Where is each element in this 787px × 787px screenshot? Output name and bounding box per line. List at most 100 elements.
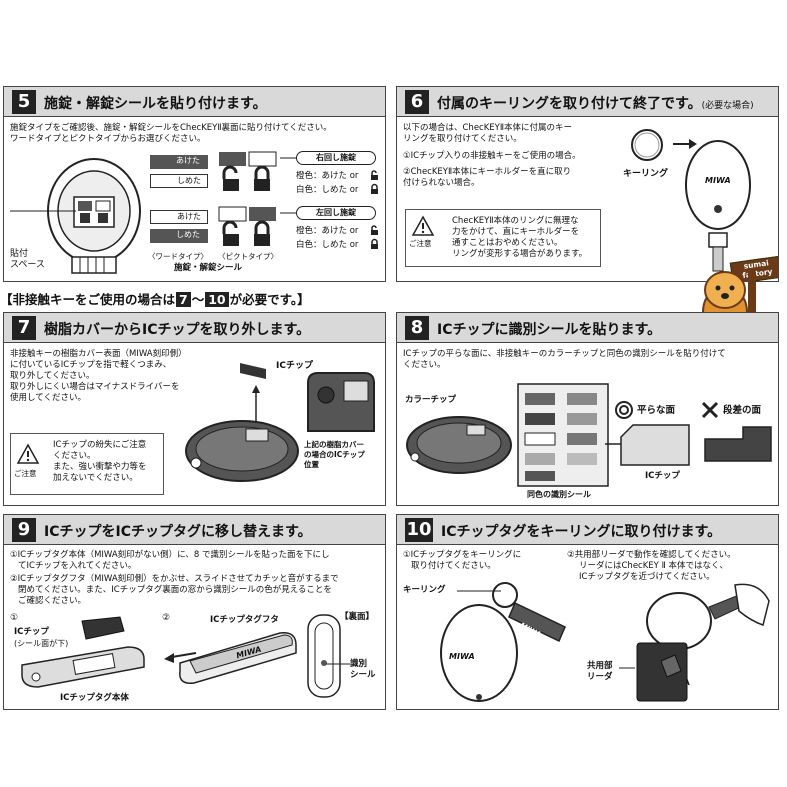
closed-lock-icon xyxy=(371,183,378,194)
identification-sticker-sheet xyxy=(517,383,609,487)
reader-label: 共用部 xyxy=(587,661,613,671)
caution-text: 通すことはおやめください。 xyxy=(452,238,563,248)
panel-header: 10 ICチップタグをキーリングに取り付けます。 xyxy=(397,515,778,545)
sticker-label: 同色の識別シール xyxy=(527,490,591,499)
description-line: ご確認ください。 xyxy=(18,596,87,606)
caution-box: ご注意 ICチップの紛失にご注意 ください。 また、強い衝撃や力等を 加えないで… xyxy=(10,433,164,495)
variant-caption: 上記の樹脂カバー xyxy=(304,440,364,449)
word-type-label: 〈ワードタイプ〉 xyxy=(148,252,208,261)
warning-icon xyxy=(411,215,435,236)
caution-text: また、強い衝撃や力等を xyxy=(53,462,147,472)
chip-tag-lid-illustration xyxy=(179,632,297,684)
tag-lid-label: ICチップタグフタ xyxy=(210,615,279,625)
description-line: リングを取り付けてください。 xyxy=(403,134,522,144)
caution-label: ご注意 xyxy=(409,239,432,248)
description-line: ②共用部リーダで動作を確認してください。 xyxy=(567,550,736,560)
word-sticker-open-left: あけた xyxy=(150,210,208,224)
step-marker: ② xyxy=(162,613,171,623)
description-line: リーダにはChecKEY Ⅱ 本体ではなく、 xyxy=(579,561,728,571)
reader-label: リーダ xyxy=(587,672,613,682)
ring-label: キーリング xyxy=(403,585,446,595)
right-orange-text: 橙色：あけた or xyxy=(296,171,359,181)
caution-text: 力をかけて、直にキーホルダーを xyxy=(452,227,580,237)
step-number: 10 xyxy=(405,518,433,542)
description-line: ワードタイプとピクトタイプからお選びください。 xyxy=(10,134,206,144)
description-line: 施錠タイプをご確認後、施錠・解錠シールをChecKEYⅡ裏面に貼り付けてください… xyxy=(10,123,332,133)
step-face-label: 段差の面 xyxy=(723,405,762,416)
panel-step-10: 10 ICチップタグをキーリングに取り付けます。 ①ICチップタグをキーリングに… xyxy=(396,514,779,710)
panel-header: 9 ICチップをICチップタグに移し替えます。 xyxy=(4,515,385,545)
right-white-text: 白色：しめた or xyxy=(296,185,359,195)
description-line: 取り付けてください。 xyxy=(411,561,496,571)
description-line: ①ICチップタグ本体（MIWA刻印がない側）に、8 で識別シールを貼った面を下に… xyxy=(10,550,330,560)
open-lock-icon xyxy=(371,225,378,235)
sticker-label: シール xyxy=(350,670,376,680)
caution-text: ください。 xyxy=(53,451,96,461)
brand-mark: MIWA xyxy=(449,652,475,661)
banner-text: 【非接触キーをご使用の場合は xyxy=(0,292,176,307)
ic-chip-icon xyxy=(81,616,125,640)
description-line: ②ICチップタグフタ（MIWA刻印側）をかぶせ、スライドさせてカチッと音がするま… xyxy=(10,574,339,584)
step-number: 5 xyxy=(12,90,36,114)
step-number: 8 xyxy=(405,316,429,340)
ring-label: キーリング xyxy=(623,169,669,179)
shared-reader-illustration xyxy=(636,642,688,702)
pill-connector xyxy=(280,212,296,214)
panel-step-9: 9 ICチップをICチップタグに移し替えます。 ①ICチップタグ本体（MIWA刻… xyxy=(3,514,386,710)
color-chip-label: カラーチップ xyxy=(405,395,457,405)
ic-chip-label: ICチップ xyxy=(276,361,313,371)
flat-face-mark-icon xyxy=(615,401,633,419)
step-number: 6 xyxy=(405,90,429,114)
cover-variant-illustration xyxy=(307,372,375,432)
banner-text: ～ xyxy=(191,292,205,307)
description-line: ICチップタグを近づけてください。 xyxy=(579,572,715,582)
resin-cover-illustration xyxy=(185,363,299,482)
space-label: スペース xyxy=(10,260,45,270)
checkey-with-tag-illustration xyxy=(440,582,566,702)
description-line: 使用してください。 xyxy=(10,393,86,403)
pointer-line xyxy=(10,210,76,212)
step-number: 7 xyxy=(12,316,36,340)
hand-holding-key-illustration xyxy=(646,583,770,686)
tag-body-label: ICチップタグ本体 xyxy=(60,693,129,703)
description-line: 以下の場合は、ChecKEYⅡ本体に付属のキー xyxy=(403,123,573,133)
panel-step-6: 6 付属のキーリングを取り付けて終了です。(必要な場合) 以下の場合は、Chec… xyxy=(396,86,779,282)
space-label: 貼付 xyxy=(10,249,29,259)
variant-caption: の場合のICチップ xyxy=(304,450,365,459)
description-line: てICチップを入れてください。 xyxy=(18,561,137,571)
cross-mark-icon xyxy=(701,401,719,419)
description-line: 非接触キーの樹脂カバー表面（MIWA刻印側） xyxy=(10,349,187,359)
caution-text: ICチップの紛失にご注意 xyxy=(53,440,147,450)
pict-sticker-right xyxy=(219,151,277,191)
back-side-label: 【裏面】 xyxy=(340,612,375,622)
panel-title: ICチップタグをキーリングに取り付けます。 xyxy=(441,524,722,540)
description-line: ください。 xyxy=(403,360,446,370)
contactless-key-illustration xyxy=(406,416,512,474)
step-marker: ① xyxy=(10,613,19,623)
caution-label: ご注意 xyxy=(14,469,37,478)
checkey-back-illustration xyxy=(47,158,141,274)
sticker-caption: 施錠・解錠シール xyxy=(174,263,243,273)
left-white-text: 白色：しめた or xyxy=(296,240,359,250)
word-sticker-closed: しめた xyxy=(150,174,208,188)
variant-caption: 位置 xyxy=(304,460,319,469)
panel-title: 付属のキーリングを取り付けて終了です。(必要な場合) xyxy=(437,96,754,112)
banner-step-start: 7 xyxy=(176,292,191,307)
condition-item: ②ChecKEYⅡ本体にキーホルダーを直に取り xyxy=(403,167,572,177)
condition-item: ①ICチップ入りの非接触キーをご使用の場合。 xyxy=(403,151,581,161)
panel-header: 7 樹脂カバーからICチップを取り外します。 xyxy=(4,313,385,343)
description-line: に付いているICチップを指で軽くつまみ、 xyxy=(10,360,172,370)
caution-box: ご注意 ChecKEYⅡ本体のリングに無理な 力をかけて、直にキーホルダーを 通… xyxy=(405,209,601,267)
description-line: 取り外してください。 xyxy=(10,371,95,381)
panel-title: ICチップをICチップタグに移し替えます。 xyxy=(44,524,312,540)
condition-item: 付けられない場合。 xyxy=(403,178,480,188)
description-line: 閉めてください。また、ICチップタグ裏面の窓から識別シールの色が見えることを xyxy=(18,585,332,595)
ic-chip-label: ICチップ xyxy=(645,471,680,481)
description-line: 取り外しにくい場合はマイナスドライバーを xyxy=(10,382,180,392)
open-lock-icon xyxy=(371,170,378,180)
pointer-line xyxy=(326,663,350,665)
warning-icon xyxy=(16,443,40,464)
slide-arrow-icon xyxy=(164,652,197,663)
ic-chip-label: ICチップ xyxy=(14,627,49,637)
